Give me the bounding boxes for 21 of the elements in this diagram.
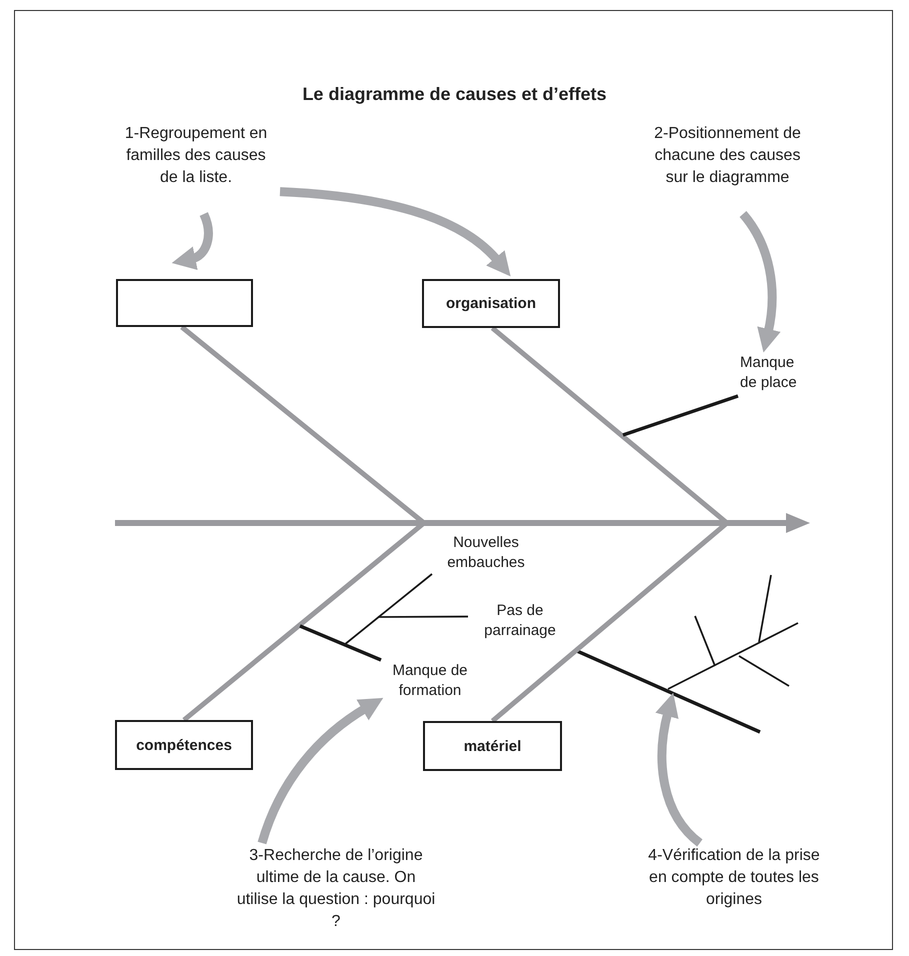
step-annotation: 4-Vérification de la prise en compte de toutes les origines [644,845,824,933]
curved-arrow [258,697,383,844]
curved-arrow [655,692,703,846]
category-box: matériel [423,721,562,771]
cause-line [622,394,739,437]
category-box: organisation [422,279,560,328]
step-annotation: 3-Recherche de l’origine ultime de la cause. On utilise la question : pourquoi ? [236,845,436,933]
cause-line [299,624,382,662]
curved-arrow [280,187,512,276]
cause-line [378,616,468,618]
cause-line [343,573,433,646]
cause-label: Nouvelles embauches [432,533,540,575]
diagram-title: Le diagramme de causes et d’effets [301,84,608,105]
category-box: compétences [115,720,253,770]
category-box [116,279,253,327]
cause-label: Manque de formation [380,661,480,703]
curved-arrow [739,211,781,353]
step-annotation: 2-Positionnement de chacune des causes sur le diagramme [650,123,805,211]
cause-label: Manque de place [740,353,810,395]
step-annotation: 1-Regroupement en familles des causes de la liste. [118,123,274,211]
cause-label: Pas de parrainage [470,601,570,643]
